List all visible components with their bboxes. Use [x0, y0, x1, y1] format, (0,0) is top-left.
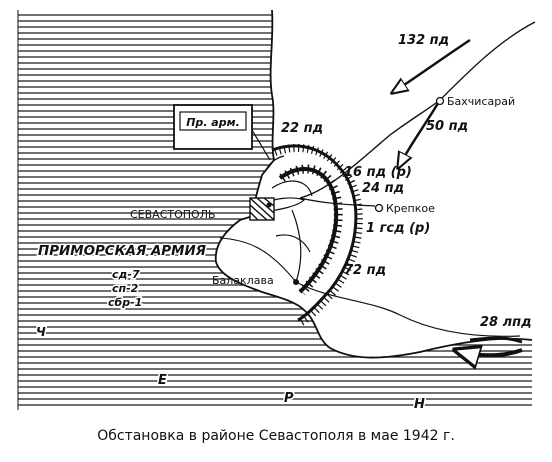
sevastopol-city-fill	[249, 197, 275, 221]
label-24pd: 24 пд	[362, 181, 404, 196]
arrow-132pd	[392, 38, 471, 93]
german-front-ticks	[273, 144, 363, 326]
label-sea-r: Р	[284, 391, 294, 406]
road-bakhchisaray	[299, 99, 441, 199]
label-22pd: 22 пд	[281, 121, 323, 136]
label-primorskaya: ПРИМОРСКАЯ АРМИЯ	[38, 244, 206, 259]
label-72pd: 72 пд	[344, 263, 386, 278]
inner-line-a	[271, 180, 313, 197]
sea-area	[18, 10, 532, 410]
arrow-28lpd	[455, 350, 523, 355]
label-army-box: Пр. арм.	[186, 116, 240, 129]
label-sd7: сд-7	[112, 268, 140, 281]
label-sea-ch: Ч	[36, 325, 46, 339]
inner-line-c	[265, 155, 285, 171]
label-sea-e: Е	[158, 373, 167, 388]
arrow-50pd	[398, 99, 442, 168]
label-16pd: 16 пд (р)	[344, 165, 412, 180]
road-krepkoe	[299, 197, 376, 207]
label-50pd: 50 пд	[426, 119, 468, 134]
marker-balaklava	[293, 279, 299, 285]
road-east	[295, 281, 521, 337]
label-sp2: сп-2	[112, 282, 139, 295]
army-box-link	[251, 129, 271, 161]
label-balaklava: Балаклава	[212, 274, 274, 287]
marker-krepkoe	[374, 203, 384, 213]
label-sbr1: сбр-1	[108, 296, 142, 309]
label-bakhchisaray: Бахчисарай	[447, 95, 515, 108]
label-sea-n: Н	[414, 397, 425, 412]
label-krepkoe: Крепкое	[386, 202, 435, 215]
road-balaklava	[291, 209, 302, 283]
label-132pd: 132 пд	[398, 33, 449, 48]
inner-line-b	[275, 234, 311, 253]
road-coast	[219, 237, 297, 283]
coastline	[214, 9, 533, 359]
marker-sevastopol	[266, 202, 272, 208]
marker-bakhchisaray	[435, 96, 445, 106]
label-sevastopol: СЕВАСТОПОЛЬ	[130, 208, 216, 221]
map-caption: Обстановка в районе Севастополя в мае 19…	[97, 428, 455, 444]
army-box-inner	[179, 111, 247, 131]
label-1gsd: 1 гсд (р)	[366, 221, 430, 236]
road-north	[439, 21, 536, 101]
arrow-28lpd-2	[469, 336, 523, 344]
label-28lpd: 28 лпд	[480, 315, 532, 330]
